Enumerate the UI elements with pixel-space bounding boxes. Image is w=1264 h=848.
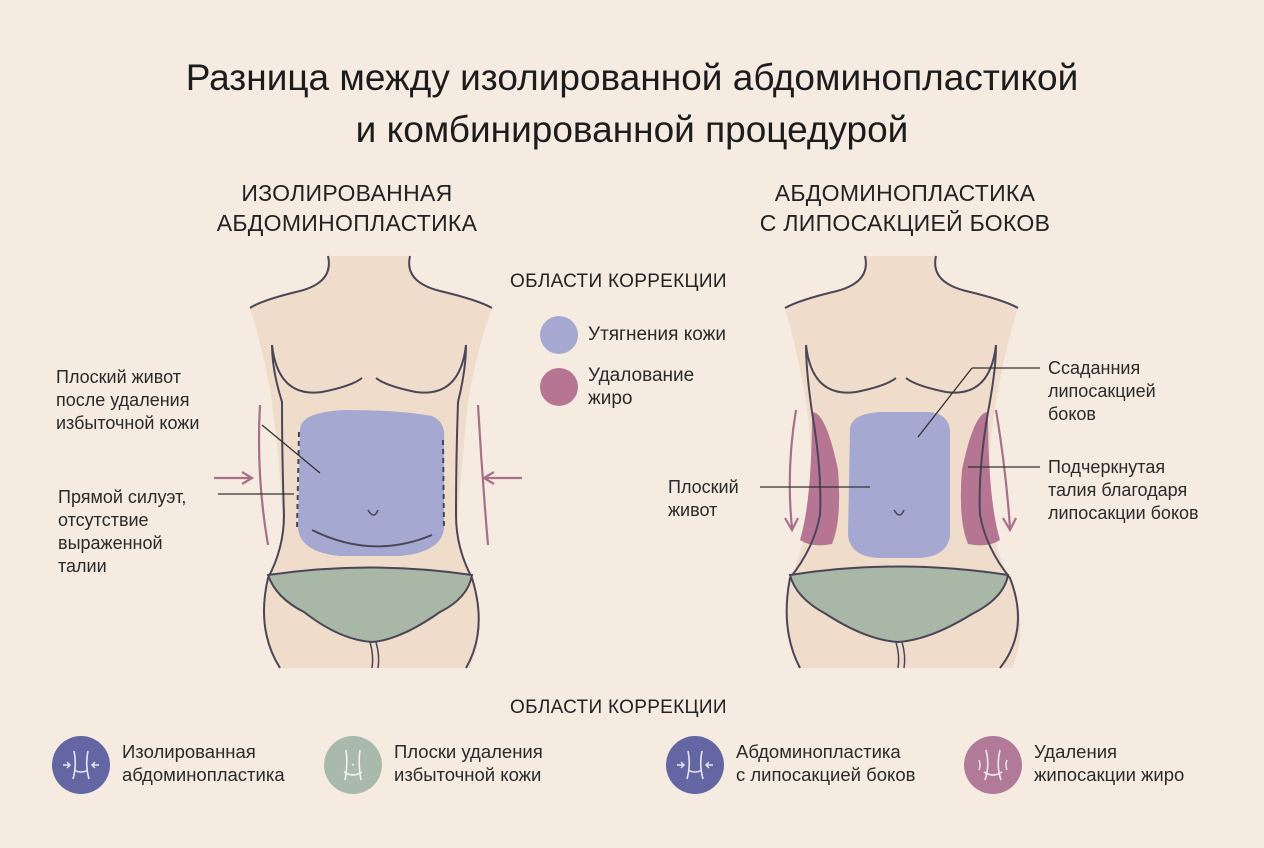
right-callout-belly: Плоский живот bbox=[668, 476, 758, 522]
left-navel bbox=[367, 509, 379, 516]
left-column-title: ИЗОЛИРОВАННАЯ АБДОМИНОПЛАСТИКА bbox=[172, 178, 522, 238]
bottom-legend-item-liposuction: Удаления жипосакции жиро bbox=[1034, 740, 1184, 786]
right-breast-right bbox=[905, 344, 997, 394]
bottom-legend-heading: ОБЛАСТИ КОРРЕКЦИИ bbox=[510, 697, 727, 718]
left-breast-left bbox=[271, 344, 363, 394]
right-callout-flanks-line-2: липосакцией bbox=[1048, 381, 1156, 401]
right-title-line-2: С ЛИПОСАКЦИЕЙ БОКОВ bbox=[759, 210, 1051, 236]
left-curve-right bbox=[476, 404, 490, 546]
bottom-item-4-line-1: Удаления bbox=[1034, 741, 1118, 762]
right-callout-line-flanks bbox=[917, 367, 973, 438]
fat-removal-label-line-1: Удалование bbox=[588, 365, 695, 386]
left-callout-belly-line-3: избыточной кожи bbox=[56, 413, 200, 433]
fat-removal-swatch bbox=[540, 368, 578, 406]
right-callout-waist: Подчеркнутая талия благодаря липосакции … bbox=[1048, 456, 1248, 525]
fat-removal-label: Удалование жиро bbox=[588, 364, 694, 410]
bottom-legend-item-combined: Абдоминопластика с липосакцией боков bbox=[736, 740, 915, 786]
page-title: Разница между изолированной абдоминоплас… bbox=[0, 52, 1264, 156]
left-callout-belly-line-1: Плоский живот bbox=[56, 367, 181, 387]
right-column-title: АБДОМИНОПЛАСТИКА С ЛИПОСАКЦИЕЙ БОКОВ bbox=[700, 178, 1110, 238]
bottom-item-3-line-2: с липосакцией боков bbox=[736, 764, 916, 785]
flat-belly-icon bbox=[324, 736, 382, 794]
right-callout-waist-line-1: Подчеркнутая bbox=[1048, 457, 1166, 477]
right-navel bbox=[893, 509, 905, 516]
left-callout-silhouette-line-4: талии bbox=[58, 556, 107, 576]
right-callout-flanks-line-1: Ссаданния bbox=[1048, 358, 1141, 378]
left-breast-right bbox=[375, 344, 467, 394]
bottom-legend-item-isolated: Изолированная абдоминопластика bbox=[122, 740, 285, 786]
right-callout-flanks-line-3: боков bbox=[1048, 404, 1096, 424]
left-torso-outline-left bbox=[249, 255, 330, 309]
right-torso bbox=[760, 255, 1040, 669]
bottom-legend-item-skin-removal: Плоски удаления избыточной кожи bbox=[394, 740, 543, 786]
left-callout-belly: Плоский живот после удаления избыточной … bbox=[56, 366, 246, 435]
right-skin-tightening-area bbox=[848, 412, 950, 558]
left-curve-left bbox=[257, 404, 270, 546]
left-callout-line-belly bbox=[261, 424, 321, 474]
right-callout-waist-line-3: липосакции боков bbox=[1048, 503, 1199, 523]
title-line-1: Разница между изолированной абдоминоплас… bbox=[185, 57, 1079, 98]
bottom-item-4-line-2: жипосакции жиро bbox=[1034, 764, 1185, 785]
left-callout-silhouette-line-3: выраженной bbox=[58, 533, 163, 553]
right-callout-belly-line-1: Плоский bbox=[668, 477, 739, 497]
right-callout-flanks: Ссаданния липосакцией боков bbox=[1048, 357, 1228, 426]
waist-compression-icon bbox=[52, 736, 110, 794]
right-torso-outline-left bbox=[784, 255, 867, 309]
right-title-line-1: АБДОМИНОПЛАСТИКА bbox=[774, 180, 1036, 206]
left-callout-belly-line-2: после удаления bbox=[56, 390, 190, 410]
fat-removal-label-line-2: жиро bbox=[588, 388, 633, 409]
right-callout-belly-line-2: живот bbox=[668, 500, 718, 520]
left-underwear bbox=[266, 566, 474, 644]
right-torso-side-left bbox=[785, 344, 822, 669]
left-torso-side-right bbox=[454, 344, 480, 669]
bottom-item-1-line-1: Изолированная bbox=[122, 741, 256, 762]
left-leg-gap bbox=[369, 641, 380, 669]
left-callout-silhouette-line-1: Прямой силуэт, bbox=[58, 487, 187, 507]
waist-compression-icon bbox=[666, 736, 724, 794]
left-callout-silhouette: Прямой силуэт, отсутствие выраженной тал… bbox=[58, 486, 218, 578]
skin-tightening-label: Утягнения кожи bbox=[588, 323, 726, 346]
skin-tightening-swatch bbox=[540, 316, 578, 354]
left-skin-tightening-area bbox=[298, 410, 445, 556]
bottom-item-2-line-1: Плоски удаления bbox=[394, 741, 543, 762]
waist-liposuction-icon bbox=[964, 736, 1022, 794]
bottom-item-3-line-1: Абдоминопластика bbox=[736, 741, 901, 762]
left-torso-side-left bbox=[263, 344, 286, 669]
right-leg-gap bbox=[895, 641, 906, 669]
bottom-item-2-line-2: избыточной кожи bbox=[394, 764, 542, 785]
right-torso-outline-right bbox=[934, 255, 1019, 309]
left-torso-outline-right bbox=[408, 255, 493, 309]
left-title-line-2: АБДОМИНОПЛАСТИКА bbox=[216, 210, 478, 236]
left-compression-arrow-right bbox=[481, 471, 522, 485]
right-downward-arrow-left bbox=[784, 409, 799, 533]
left-dashed-side-left bbox=[296, 431, 300, 531]
center-legend-heading: ОБЛАСТИ КОРРЕКЦИИ bbox=[510, 271, 727, 292]
right-breast-left bbox=[805, 344, 897, 394]
skin-tightening-label-text: Утягнения кожи bbox=[588, 324, 726, 345]
right-callout-waist-line-2: талия благодаря bbox=[1048, 480, 1188, 500]
right-downward-arrow-right bbox=[994, 409, 1017, 533]
left-dashed-side-right bbox=[442, 439, 445, 531]
left-callout-silhouette-line-2: отсутствие bbox=[58, 510, 149, 530]
left-compression-arrow-left bbox=[214, 471, 255, 485]
left-title-line-1: ИЗОЛИРОВАННАЯ bbox=[241, 180, 453, 206]
title-line-2: и комбинированной процедурой bbox=[355, 109, 909, 150]
right-torso-side-right bbox=[978, 344, 1019, 669]
right-underwear bbox=[788, 565, 1010, 644]
left-torso bbox=[214, 255, 522, 669]
bottom-item-1-line-2: абдоминопластика bbox=[122, 764, 285, 785]
left-scar-line bbox=[311, 529, 433, 548]
